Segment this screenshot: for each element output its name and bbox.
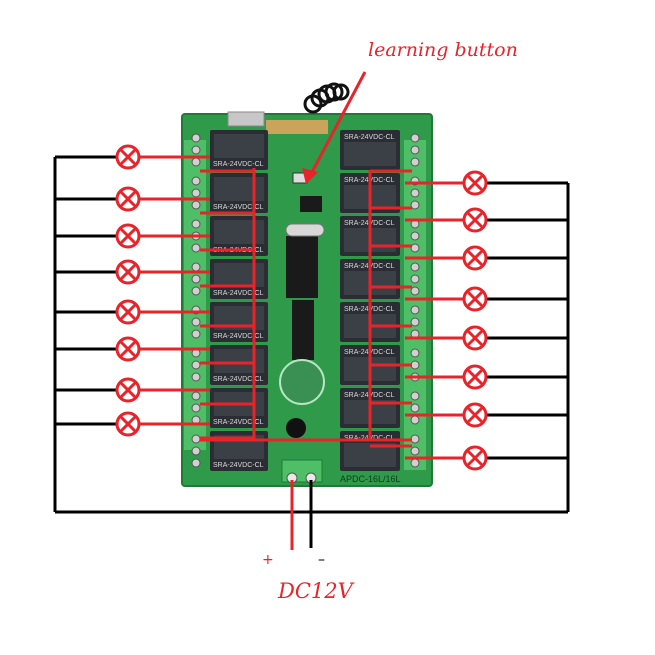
crystal-oscillator: [227, 111, 265, 127]
right-terminal-strip: [404, 140, 426, 470]
load-left-3-lamp-icon: [115, 223, 141, 249]
antenna-base: [266, 120, 328, 134]
load-right-1-lamp-icon: [462, 170, 488, 196]
load-left-7-lamp-icon: [115, 377, 141, 403]
relay-label: SRA-24VDC-CL: [344, 134, 395, 141]
wiring: [53, 155, 570, 514]
capacitor: [279, 359, 325, 405]
load-left-1-lamp-icon: [115, 144, 141, 170]
load-right-8-lamp-icon: [462, 445, 488, 471]
relay-label: SRA-24VDC-CL: [213, 204, 264, 211]
plus-label: +: [262, 552, 274, 568]
load-right-6-lamp-icon: [462, 364, 488, 390]
microcontroller-chip: [286, 236, 318, 298]
load-left-2-lamp-icon: [115, 186, 141, 212]
load-left-8-lamp-icon: [115, 411, 141, 437]
load-right-4-lamp-icon: [462, 286, 488, 312]
relay-label: SRA-24VDC-CL: [213, 419, 264, 426]
load-right-5-lamp-icon: [462, 325, 488, 351]
power-label: DC12V: [277, 579, 355, 603]
antenna-coil: [303, 82, 350, 114]
relay-label: SRA-24VDC-CL: [213, 290, 264, 297]
relay-left-1: SRA-24VDC-CL: [191, 130, 268, 170]
driver-chip: [292, 300, 314, 360]
load-right-2-lamp-icon: [462, 207, 488, 233]
relay-label: SRA-24VDC-CL: [213, 333, 264, 340]
minus-label: –: [318, 552, 325, 568]
relay-right-1: SRA-24VDC-CL: [340, 130, 420, 170]
relay-label: SRA-24VDC-CL: [213, 462, 264, 469]
load-right-3-lamp-icon: [462, 245, 488, 271]
crystal: [285, 223, 325, 237]
learning-button-arrow: [308, 71, 367, 177]
relay-label: SRA-24VDC-CL: [213, 161, 264, 168]
electrolytic-cap: [286, 418, 306, 438]
load-left-4-lamp-icon: [115, 259, 141, 285]
loads: [115, 144, 488, 471]
load-right-7-lamp-icon: [462, 402, 488, 428]
board-model: APDC-16L/16L: [340, 474, 401, 484]
relay-label: SRA-24VDC-CL: [213, 376, 264, 383]
load-left-5-lamp-icon: [115, 299, 141, 325]
arrow-head: [302, 168, 318, 184]
decoder-chip: [300, 196, 322, 212]
load-left-6-lamp-icon: [115, 336, 141, 362]
learning-button-label: learning button: [368, 39, 518, 61]
